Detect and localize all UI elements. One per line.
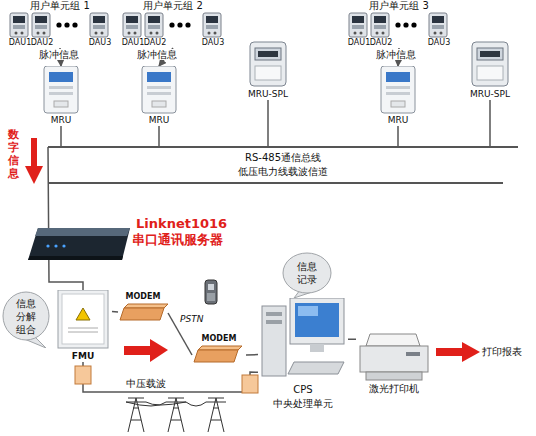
connector-line xyxy=(112,311,118,313)
mru-spl-device: MRU-SPL xyxy=(462,40,518,100)
red-arrow-down xyxy=(25,138,43,184)
mru-device-art xyxy=(138,66,180,114)
connector-line xyxy=(48,147,83,290)
node-text: 低压电力线载波信道 xyxy=(48,166,518,178)
device-label: DAU3 xyxy=(88,38,112,48)
mru-device: MRU xyxy=(40,66,82,126)
mru-device: MRU xyxy=(138,66,180,126)
node-text: MRU xyxy=(138,114,180,126)
node-text: MODEM xyxy=(192,334,246,344)
connector-line xyxy=(246,354,258,356)
node-text: 中央处理单元 xyxy=(258,398,348,410)
device-label: DAU1 xyxy=(121,38,145,48)
device-label: DAU1 xyxy=(347,38,371,48)
signal-label: 数字信息 xyxy=(8,128,22,180)
bus-band: RS-485通信总线低压电力线载波信道 xyxy=(48,146,518,184)
node-text: 用户单元组 3 xyxy=(343,0,455,12)
connector-line xyxy=(489,100,491,146)
device-label: DAU2 xyxy=(30,38,54,48)
connector-line xyxy=(60,126,62,146)
edge-label: 脉冲信息 xyxy=(376,49,416,60)
central-computer: CPS 中央处理单元 xyxy=(258,298,348,416)
connector-line xyxy=(348,338,356,340)
node-text: MODEM xyxy=(118,292,168,302)
node-text: FMU xyxy=(54,350,112,362)
node-text: 用户单元组 2 xyxy=(117,0,229,12)
connector-line xyxy=(397,126,399,146)
red-arrow-right xyxy=(124,339,168,362)
device-label: DAU1 xyxy=(8,38,32,48)
edge-label: 脉冲信息 xyxy=(137,49,177,60)
mru-spl-device-art xyxy=(462,40,518,88)
node-text: Linknet1016 xyxy=(136,216,256,231)
carrier-box xyxy=(75,366,91,384)
node-text: MRU xyxy=(40,114,82,126)
node-text: CPS xyxy=(258,384,348,396)
connector-line xyxy=(83,362,258,392)
device-label: DAU2 xyxy=(143,38,167,48)
fmu-cabinet-art xyxy=(54,290,112,350)
carrier-box xyxy=(242,375,258,393)
node-text: MRU-SPL xyxy=(240,88,296,100)
edge-label: 中压载波 xyxy=(126,378,166,390)
power-tower xyxy=(126,398,226,432)
modem-box: MODEM xyxy=(192,334,246,364)
edge-label: PSTN xyxy=(180,314,203,324)
device-label: DAU3 xyxy=(201,38,225,48)
telephone-handset xyxy=(205,280,217,304)
node-text: 信息记录 xyxy=(296,260,318,286)
serial-server: Linknet1016串口通讯服务器 xyxy=(28,216,258,264)
serial-server-art xyxy=(28,216,132,264)
node-text: 激光打印机 xyxy=(356,383,432,395)
callout-bubble: 信息记录 xyxy=(282,252,332,298)
connector-line xyxy=(267,100,269,146)
mru-device: MRU xyxy=(377,66,419,126)
node-text: 串口通讯服务器 xyxy=(132,232,256,247)
laser-printer: 激光打印机 xyxy=(356,330,432,396)
mru-device-art xyxy=(377,66,419,114)
edge-label: 脉冲信息 xyxy=(39,49,79,60)
bus-band-art xyxy=(48,146,518,184)
fmu-cabinet: FMU xyxy=(54,290,112,362)
mru-spl-device-art xyxy=(240,40,296,88)
mru-spl-device: MRU-SPL xyxy=(240,40,296,100)
central-computer-art xyxy=(258,298,348,382)
red-arrow-right xyxy=(436,342,480,362)
node-text: RS-485通信总线 xyxy=(48,152,518,164)
output-label: 打印报表 xyxy=(482,346,536,358)
modem-box: MODEM xyxy=(118,292,168,322)
device-label: DAU2 xyxy=(369,38,393,48)
node-text: MRU xyxy=(377,114,419,126)
connector-line xyxy=(158,126,160,146)
node-text: 信息分解组合 xyxy=(15,297,37,336)
callout-bubble: 信息分解组合 xyxy=(2,290,50,348)
node-text: 用户单元组 1 xyxy=(4,0,116,12)
device-label: DAU3 xyxy=(427,38,451,48)
node-text: MRU-SPL xyxy=(462,88,518,100)
laser-printer-art xyxy=(356,330,432,384)
mru-device-art xyxy=(40,66,82,114)
